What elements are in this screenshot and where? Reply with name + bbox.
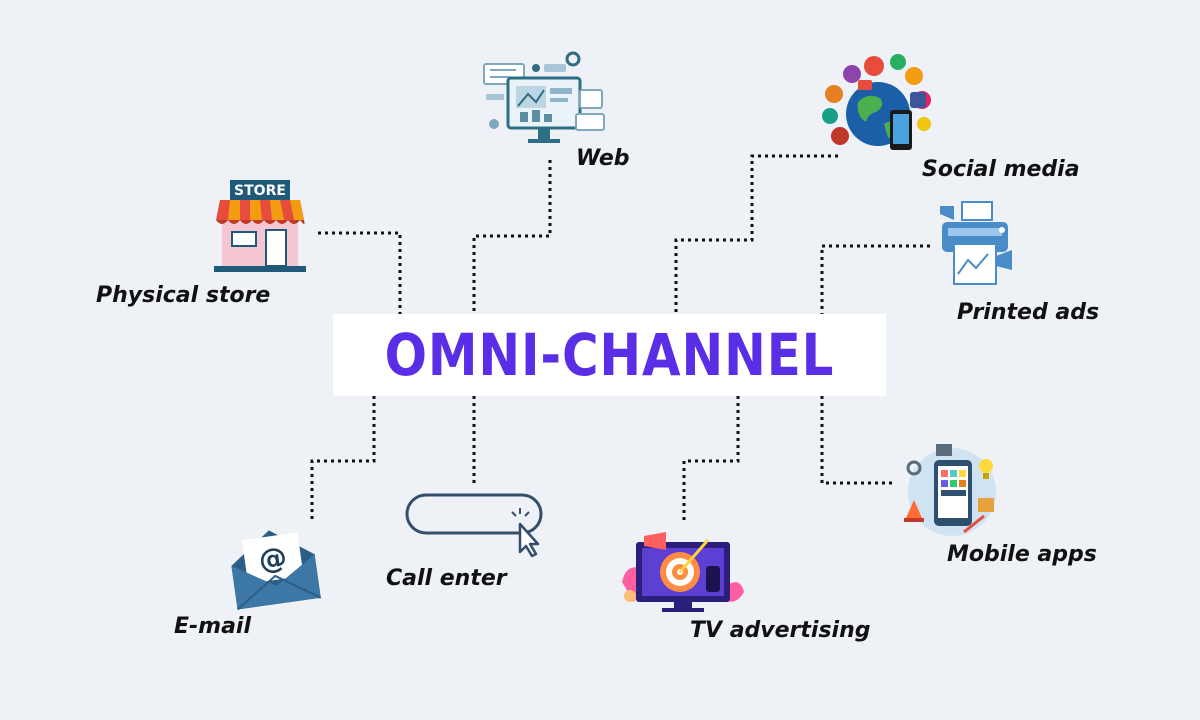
- envelope-icon: @: [226, 524, 322, 614]
- connector-email: [310, 396, 376, 522]
- connector-web: [472, 160, 552, 314]
- email-at-symbol: @: [257, 540, 289, 577]
- connector-physical-store: [318, 231, 402, 314]
- connector-social-media: [674, 154, 838, 314]
- connector-tv: [682, 396, 740, 522]
- tv-target-icon: [616, 530, 748, 618]
- label-web: Web: [576, 146, 630, 171]
- label-physical-store: Physical store: [96, 283, 271, 308]
- printer-icon: [936, 200, 1016, 290]
- label-printed-ads: Printed ads: [957, 300, 1100, 325]
- web-monitor-icon: [480, 50, 610, 154]
- label-call-center: Call enter: [386, 566, 507, 591]
- connector-printed-ads: [820, 244, 930, 314]
- label-social-media: Social media: [922, 157, 1080, 182]
- connector-mobile-apps: [820, 396, 896, 485]
- title-banner: OMNI-CHANNEL: [333, 314, 886, 396]
- label-email: E-mail: [174, 614, 252, 639]
- label-mobile-apps: Mobile apps: [947, 542, 1097, 567]
- diagram-title: OMNI-CHANNEL: [384, 321, 835, 389]
- mobile-apps-icon: [898, 436, 1006, 544]
- label-tv-advertising: TV advertising: [690, 618, 871, 643]
- call-button-cursor-icon: [404, 492, 550, 562]
- social-media-globe-icon: [818, 52, 938, 162]
- store-sign-text: STORE: [234, 183, 286, 199]
- store-icon: STORE: [212, 178, 308, 278]
